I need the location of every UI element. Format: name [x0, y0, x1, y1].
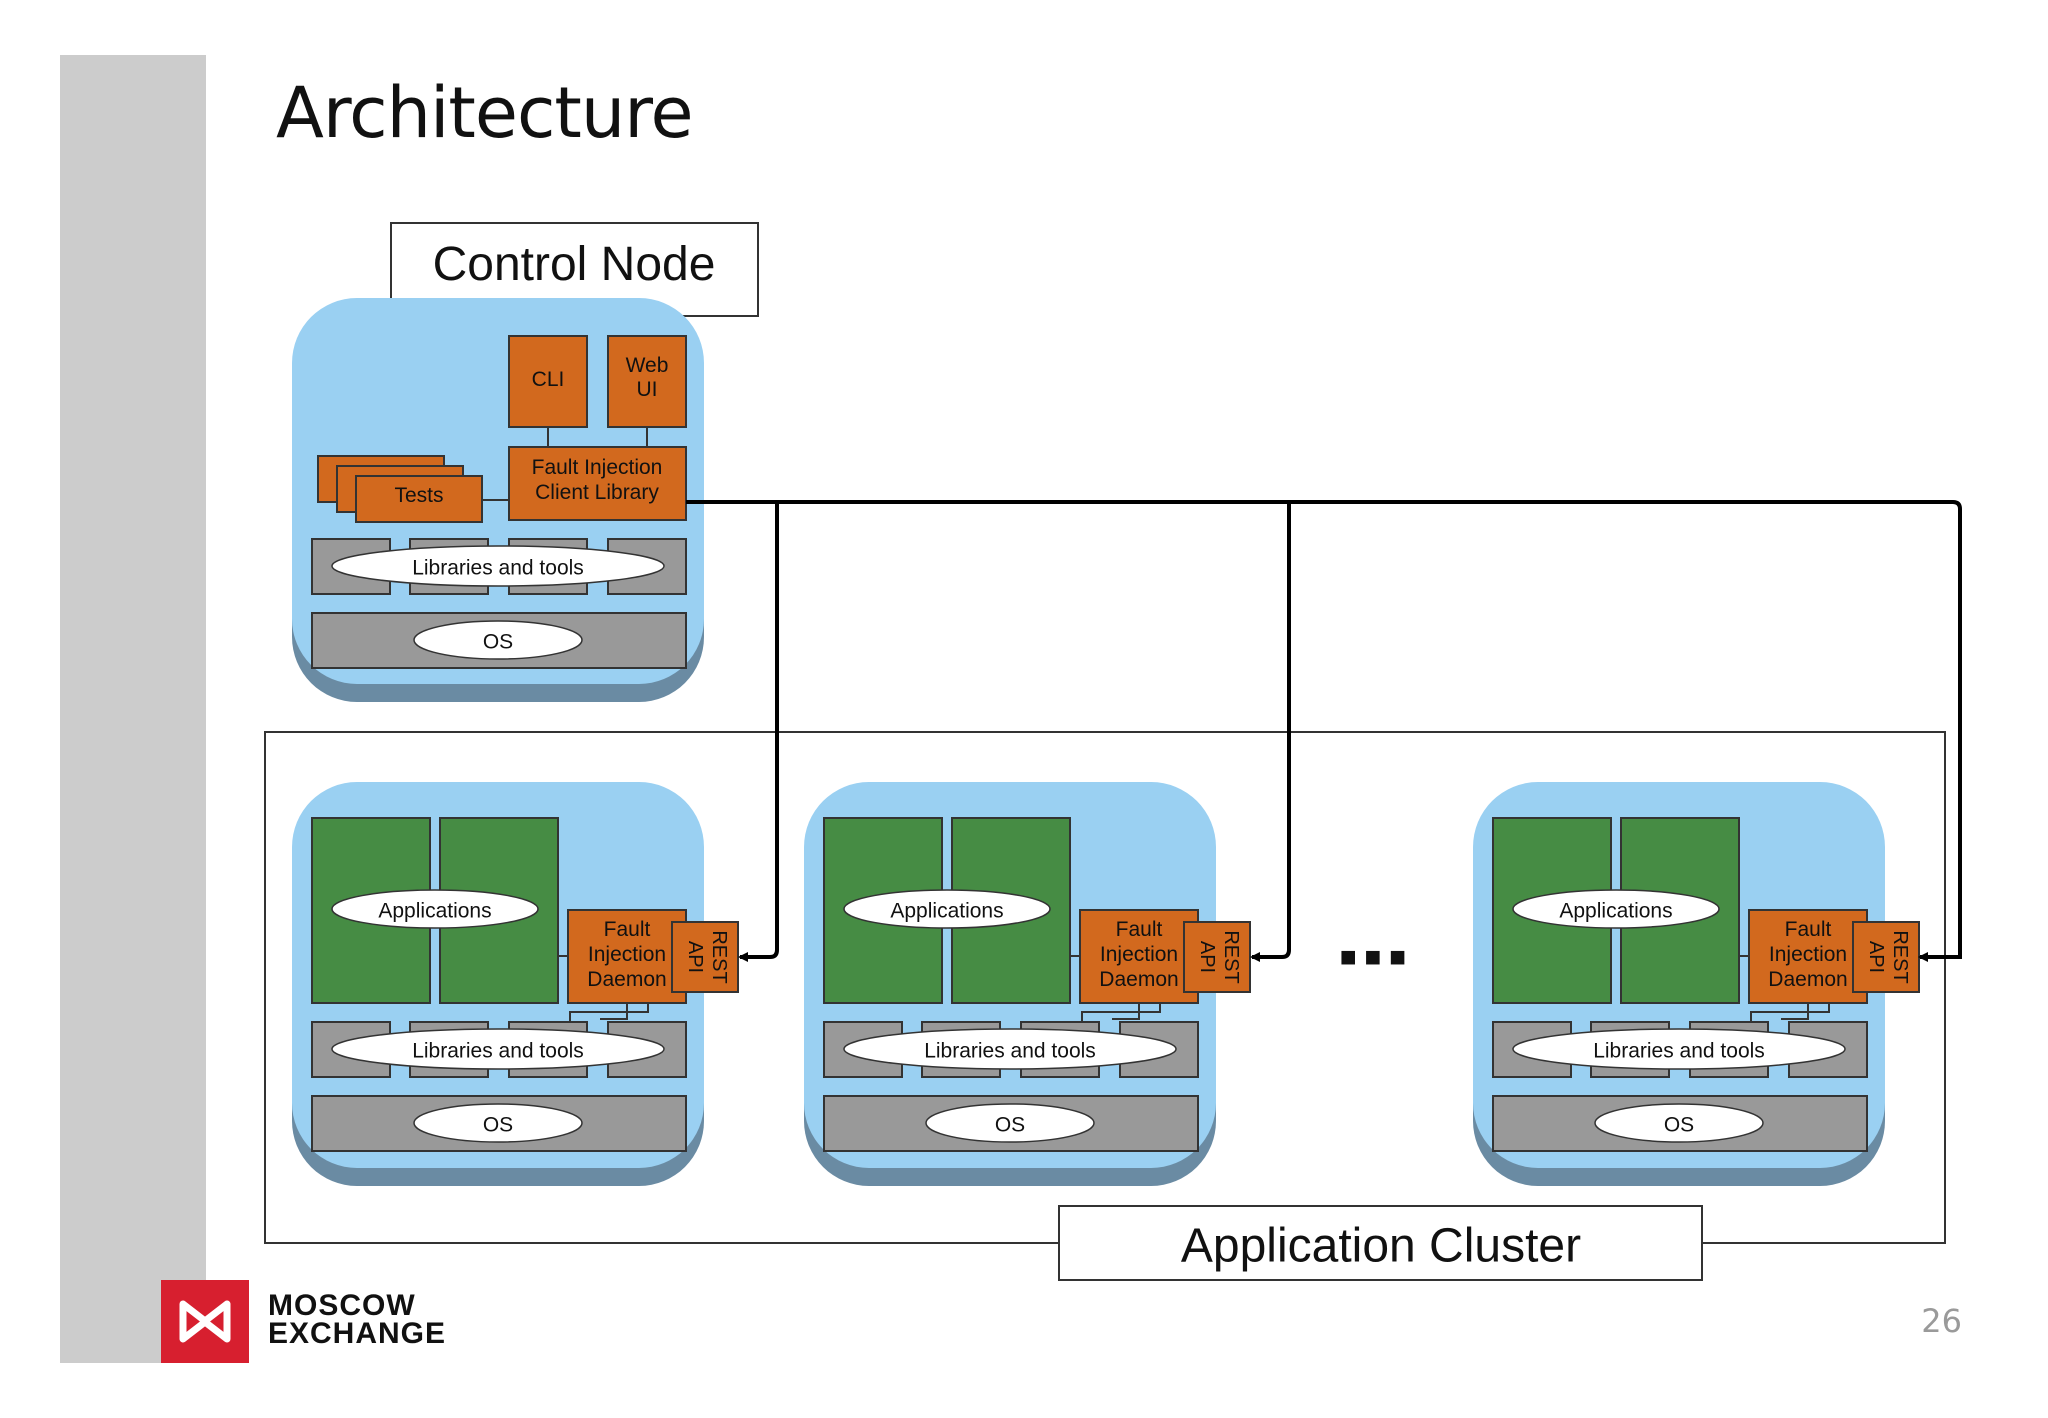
client-library-label-2: Client Library — [535, 481, 659, 504]
rest-api-label-2: API — [684, 941, 706, 973]
control-node: Control Node CLI Web UI Fault Injection … — [292, 222, 759, 702]
cli-label: CLI — [532, 368, 565, 391]
control-node-body — [292, 298, 704, 684]
daemon-label-2: Injection — [588, 943, 666, 966]
rest-api-label-2: API — [1196, 941, 1218, 973]
web-ui-label-1: Web — [626, 354, 669, 377]
control-node-label: Control Node — [433, 238, 716, 291]
cli-box — [508, 335, 588, 428]
logo-text-line2: EXCHANGE — [268, 1317, 447, 1350]
libraries-label: Libraries and tools — [412, 1040, 584, 1063]
client-library-box — [508, 446, 687, 521]
daemon-label-2: Injection — [1769, 943, 1847, 966]
cluster-label-box — [1058, 1205, 1703, 1281]
connectors — [686, 500, 1962, 962]
applications-label: Applications — [378, 900, 491, 923]
control-os-label: OS — [483, 631, 513, 654]
control-libraries-ellipse — [331, 545, 665, 587]
os-label: OS — [995, 1114, 1025, 1137]
logo-glyph — [179, 1300, 231, 1343]
daemon-label-1: Fault — [1116, 918, 1163, 941]
daemon-label-3: Daemon — [1099, 968, 1178, 991]
moscow-exchange-logo — [161, 1280, 249, 1363]
logo-text: MOSCOW EXCHANGE — [268, 1289, 447, 1350]
rest-api-label-2: API — [1865, 941, 1887, 973]
slide-title: Architecture — [276, 72, 694, 154]
web-ui-label-2: UI — [637, 378, 658, 401]
libraries-label: Libraries and tools — [1593, 1040, 1765, 1063]
connector-node-3 — [686, 500, 1962, 962]
tests-label: Tests — [394, 484, 443, 507]
cluster-ellipsis: ■ ■ ■ — [1340, 941, 1406, 972]
web-ui-box — [607, 335, 687, 428]
daemon-box — [1748, 909, 1868, 1004]
applications-label: Applications — [1559, 900, 1672, 923]
applications-label: Applications — [890, 900, 1003, 923]
rest-api-box — [1183, 921, 1251, 993]
cluster-label: Application Cluster — [1181, 1220, 1581, 1273]
daemon-label-3: Daemon — [587, 968, 666, 991]
client-library-label-1: Fault Injection — [532, 456, 663, 479]
os-label: OS — [1664, 1114, 1694, 1137]
rest-api-label-1: REST — [1889, 930, 1911, 983]
application-cluster: Application Cluster ■ ■ ■ ApplicationsFa… — [264, 731, 1946, 1281]
daemon-label-2: Injection — [1100, 943, 1178, 966]
daemon-label-1: Fault — [604, 918, 651, 941]
libraries-label: Libraries and tools — [924, 1040, 1096, 1063]
page-number: 26 — [1921, 1302, 1962, 1340]
rest-api-label-1: REST — [708, 930, 730, 983]
slide-sidebar — [60, 55, 206, 1363]
logo-text-line1: MOSCOW — [268, 1289, 416, 1322]
os-label: OS — [483, 1114, 513, 1137]
daemon-label-3: Daemon — [1768, 968, 1847, 991]
rest-api-box — [671, 921, 739, 993]
rest-api-label-1: REST — [1220, 930, 1242, 983]
daemon-label-1: Fault — [1785, 918, 1832, 941]
control-libraries-label: Libraries and tools — [412, 557, 584, 580]
connector-node-2 — [1250, 502, 1291, 962]
connector-node-1 — [738, 502, 779, 962]
